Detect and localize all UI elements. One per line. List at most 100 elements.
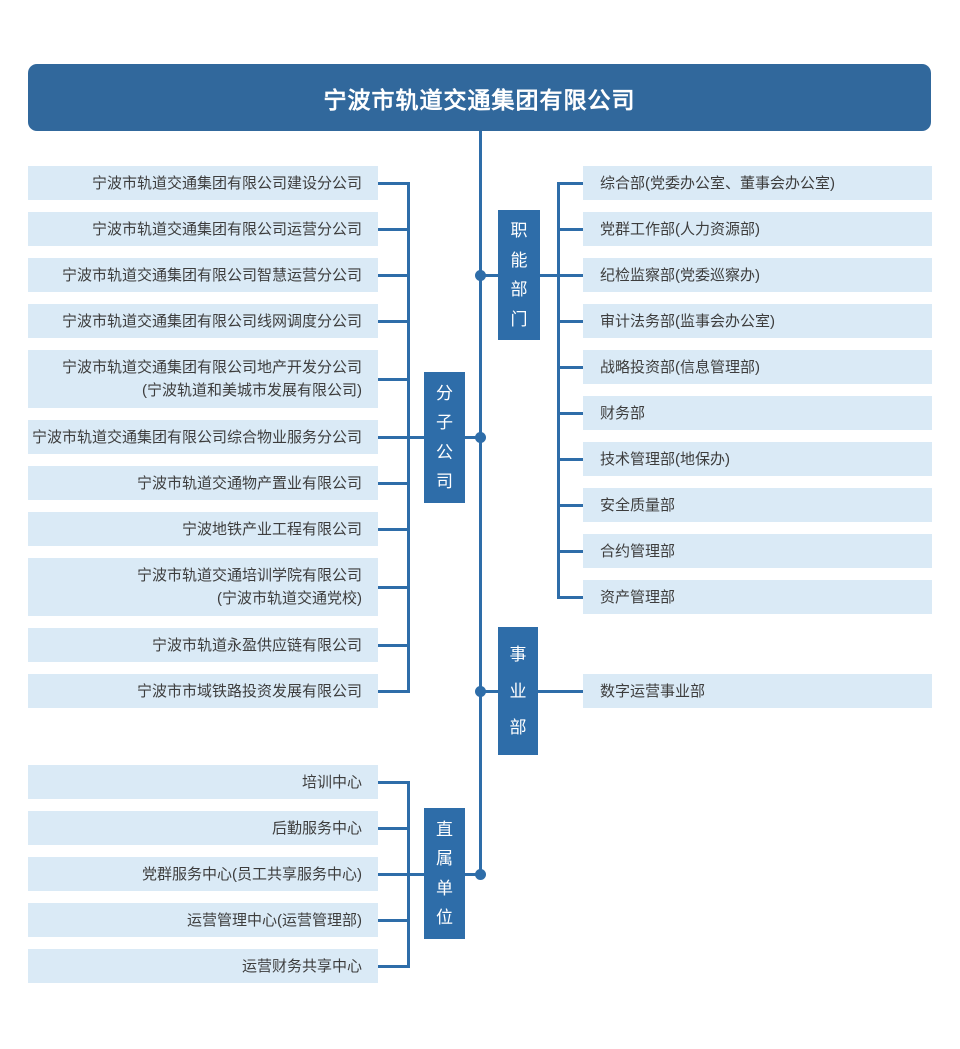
org-unit-box: 宁波市轨道交通集团有限公司智慧运营分公司 [28, 258, 378, 292]
connector-line [378, 872, 410, 876]
org-unit-box: 运营财务共享中心 [28, 949, 378, 983]
org-unit-label: 宁波市轨道交通集团有限公司运营分公司 [91, 220, 362, 238]
connector-line [378, 964, 410, 968]
connector-dot [474, 868, 486, 880]
org-unit-box: 资产管理部 [583, 580, 932, 614]
org-unit-box: 安全质量部 [583, 488, 932, 522]
org-unit-label: 合约管理部 [600, 542, 676, 560]
org-unit-box: 财务部 [583, 396, 932, 430]
connector-line [378, 319, 410, 323]
connector-line [540, 273, 558, 277]
org-unit-label: 安全质量部 [600, 496, 676, 514]
connector-line [556, 227, 583, 231]
org-unit-box: 技术管理部(地保办) [583, 442, 932, 476]
org-unit-box: 审计法务部(监事会办公室) [583, 304, 932, 338]
org-unit-label: 运营财务共享中心 [241, 957, 362, 975]
branch-label-char: 公 [436, 442, 453, 462]
org-unit-box: 宁波市轨道交通集团有限公司线网调度分公司 [28, 304, 378, 338]
branch-label-char: 业 [509, 681, 527, 701]
branch-label-char: 单 [436, 878, 453, 898]
connector-line [378, 643, 410, 647]
connector-line [378, 181, 410, 185]
org-unit-label: 数字运营事业部 [600, 682, 706, 700]
org-unit-label: 资产管理部 [600, 588, 676, 606]
org-unit-label: 战略投资部(信息管理部) [600, 358, 760, 376]
connector-line [556, 273, 583, 277]
org-unit-label: 党群工作部(人力资源部) [600, 220, 760, 238]
branch-label-char: 职 [510, 221, 528, 241]
org-unit-label: 宁波市轨道交通集团有限公司智慧运营分公司 [61, 266, 362, 284]
org-unit-box: 合约管理部 [583, 534, 932, 568]
branch-label-departments: 职能部门 [498, 210, 540, 340]
connector-line [556, 503, 583, 507]
connector-line [378, 918, 410, 922]
org-unit-label: 宁波市轨道交通集团有限公司建设分公司 [91, 174, 362, 192]
connector-line [378, 377, 410, 381]
org-unit-label: (宁波轨道和美城市发展有限公司) [142, 382, 362, 399]
branch-label-char: 司 [436, 472, 453, 492]
connector-line [378, 780, 410, 784]
connector-line [480, 273, 498, 277]
connector-line [378, 689, 410, 693]
connector-line [556, 457, 583, 461]
connector-line [378, 527, 410, 531]
connector-dot [474, 269, 486, 281]
org-unit-box: 纪检监察部(党委巡察办) [583, 258, 932, 292]
branch-label-char: 部 [510, 280, 528, 300]
org-unit-box: 宁波市轨道交通集团有限公司建设分公司 [28, 166, 378, 200]
branch-label-char: 部 [509, 717, 527, 737]
org-unit-box: 后勤服务中心 [28, 811, 378, 845]
org-unit-box: 宁波市轨道交通集团有限公司运营分公司 [28, 212, 378, 246]
org-unit-box: 数字运营事业部 [583, 674, 932, 708]
org-unit-label: 技术管理部(地保办) [600, 450, 730, 468]
org-unit-label: 综合部(党委办公室、董事会办公室) [600, 174, 835, 192]
org-unit-label: 宁波市轨道交通培训学院有限公司 [136, 567, 362, 584]
connector-line [556, 181, 583, 185]
connector-dot [474, 685, 486, 697]
connector-line [556, 411, 583, 415]
branch-label-char: 门 [510, 309, 528, 329]
connector-line [480, 689, 498, 693]
company-header: 宁波市轨道交通集团有限公司 [28, 64, 931, 131]
org-unit-label: 审计法务部(监事会办公室) [600, 312, 775, 330]
org-unit-label: 宁波市轨道交通物产置业有限公司 [136, 474, 362, 492]
org-unit-box: 宁波市轨道永盈供应链有限公司 [28, 628, 378, 662]
connector-line [378, 273, 410, 277]
connector-line [556, 549, 583, 553]
branch-label-char: 位 [436, 908, 453, 928]
connector-line [478, 129, 482, 876]
org-unit-label: 财务部 [600, 404, 646, 422]
org-unit-box: 党群工作部(人力资源部) [583, 212, 932, 246]
branch-label-direct-units: 直属单位 [424, 808, 465, 939]
org-unit-box: 宁波市轨道交通集团有限公司综合物业服务分公司 [28, 420, 378, 454]
org-unit-label: 培训中心 [301, 773, 362, 791]
org-unit-label: 纪检监察部(党委巡察办) [600, 266, 760, 284]
org-unit-box: 宁波市市域铁路投资发展有限公司 [28, 674, 378, 708]
connector-line [378, 227, 410, 231]
org-unit-box: 综合部(党委办公室、董事会办公室) [583, 166, 932, 200]
branch-label-char: 属 [436, 849, 453, 869]
org-unit-label: 宁波市轨道永盈供应链有限公司 [151, 636, 362, 654]
org-unit-box: 培训中心 [28, 765, 378, 799]
connector-line [556, 319, 583, 323]
org-unit-label: 宁波市轨道交通集团有限公司线网调度分公司 [61, 312, 362, 330]
org-unit-box: 党群服务中心(员工共享服务中心) [28, 857, 378, 891]
company-title: 宁波市轨道交通集团有限公司 [323, 86, 636, 113]
connector-line [378, 826, 410, 830]
branch-label-char: 能 [510, 250, 528, 270]
org-unit-label: 宁波市轨道交通集团有限公司地产开发分公司 [61, 359, 362, 376]
connector-line [378, 585, 410, 589]
connector-line [378, 481, 410, 485]
org-unit-box: 宁波市轨道交通物产置业有限公司 [28, 466, 378, 500]
branch-label-subsidiaries: 分子公司 [424, 372, 465, 503]
org-unit-box: 宁波市轨道交通培训学院有限公司(宁波市轨道交通党校) [28, 558, 378, 616]
branch-label-char: 子 [436, 413, 453, 433]
org-unit-label: 运营管理中心(运营管理部) [187, 911, 362, 929]
connector-dot [474, 432, 486, 443]
connector-line [378, 435, 410, 439]
branch-label-char: 分 [436, 383, 453, 403]
org-unit-box: 宁波地铁产业工程有限公司 [28, 512, 378, 546]
connector-line [556, 595, 583, 599]
org-unit-box: 运营管理中心(运营管理部) [28, 903, 378, 937]
